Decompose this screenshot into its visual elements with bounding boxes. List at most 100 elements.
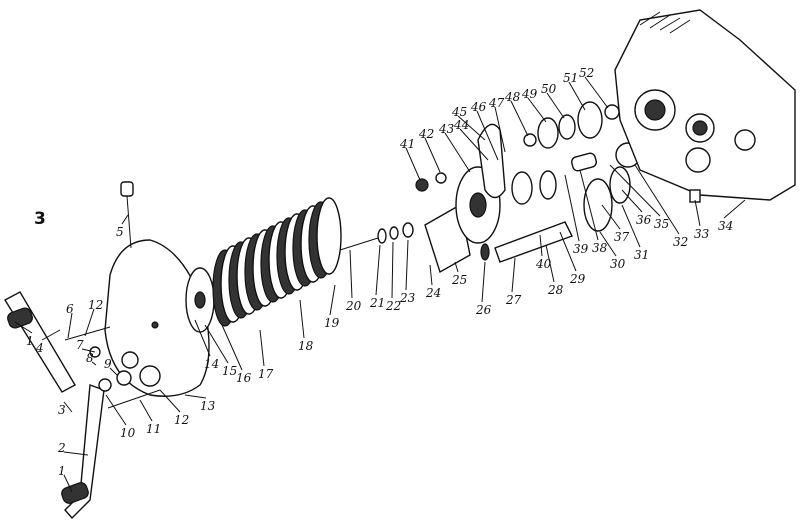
part-number-label: 2: [57, 441, 66, 455]
leader-line: [545, 244, 555, 283]
leader-line: [91, 361, 97, 366]
leader-line: [375, 244, 381, 296]
leader-line: [527, 97, 547, 123]
part-number-label: 21: [369, 296, 385, 310]
part-number-label: 9: [104, 357, 112, 371]
part-number-label: 5: [116, 225, 124, 239]
leader-line: [584, 76, 609, 109]
part-number-label: 42: [418, 127, 434, 141]
part-number-label: 12: [174, 413, 189, 427]
part-number-label: 31: [634, 248, 649, 262]
part-number-label: 10: [120, 426, 136, 440]
part-number-label: 48: [504, 90, 521, 104]
leader-line: [457, 115, 486, 141]
leader-line: [109, 367, 119, 377]
leader-line: [139, 399, 153, 422]
leader-line: [444, 132, 471, 173]
part-number-label: 39: [573, 242, 589, 256]
circlip-26: [480, 243, 490, 261]
clutch-disc: [316, 197, 342, 275]
part-number-label: 52: [579, 66, 594, 80]
leader-line: [121, 214, 129, 225]
clutch-cover: [104, 239, 210, 397]
leader-line: [159, 389, 181, 413]
part-number-label: 17: [258, 367, 274, 381]
part-number-label: 47: [488, 96, 505, 110]
leader-line: [259, 329, 265, 367]
leader-line: [63, 451, 89, 456]
leader-line: [329, 284, 336, 316]
part-number-label: 20: [345, 299, 362, 313]
part-number-label: 19: [324, 316, 340, 330]
part-number-label: 29: [569, 272, 586, 286]
leader-line: [511, 257, 516, 293]
leader-line: [405, 147, 421, 181]
clutch-disc-pack: [212, 197, 342, 327]
part-number-label: 7: [76, 338, 84, 352]
leader-line: [184, 394, 207, 399]
part-number-label: 22: [385, 299, 401, 313]
leader-line: [194, 319, 211, 357]
leader-line: [67, 312, 73, 339]
part-number-label: 33: [694, 227, 710, 241]
leader-line: [609, 164, 661, 217]
leader-line: [349, 249, 353, 299]
part-number-label: 23: [399, 291, 416, 305]
cover-bolt: [120, 181, 134, 249]
part-number-label: 14: [204, 357, 219, 371]
leader-line: [429, 264, 433, 286]
leader-line: [454, 261, 459, 273]
washer-22: [389, 226, 399, 240]
part-number-label: 38: [592, 241, 608, 255]
part-number-label: 6: [66, 302, 74, 316]
main-shaft: [494, 221, 573, 263]
gear-9: [116, 370, 132, 386]
part-number-label: 50: [541, 82, 557, 96]
part-number-label: 13: [200, 399, 216, 413]
part-number-label: 1: [58, 464, 66, 478]
leader-line: [546, 92, 565, 119]
part-number-label: 16: [236, 371, 252, 385]
washer-48: [523, 133, 537, 147]
leader-line: [694, 199, 701, 227]
leader-line: [559, 231, 577, 272]
leader-line: [105, 394, 127, 426]
kickstart-lever-upper: [4, 291, 76, 393]
leader-line: [14, 321, 33, 334]
bearing-51: [577, 101, 603, 139]
plate-31: [609, 166, 631, 204]
leader-line: [579, 169, 599, 241]
part-number-label: 18: [298, 339, 314, 353]
part-number-label: 34: [718, 219, 733, 233]
washer-23: [402, 222, 414, 238]
leader-line: [481, 261, 486, 303]
leader-line: [41, 329, 61, 341]
leader-line: [568, 81, 586, 111]
leader-line: [564, 174, 580, 242]
nut-41: [415, 178, 429, 192]
screw-11: [107, 389, 161, 409]
pushrod: [339, 237, 379, 251]
leader-line: [621, 204, 641, 248]
figure-number: 3: [34, 209, 46, 229]
part-number-label: 8: [86, 351, 94, 365]
leader-line: [494, 106, 506, 153]
leader-line: [599, 231, 617, 257]
leader-line: [539, 234, 543, 257]
crankcase: [614, 9, 796, 203]
leader-line: [81, 348, 96, 353]
leader-line: [476, 110, 499, 161]
part-number-label: 27: [505, 293, 522, 307]
part-number-label: 1: [26, 334, 34, 348]
gear-shaft: [511, 171, 533, 205]
part-number-label: 51: [563, 71, 578, 85]
washer-21: [377, 228, 387, 244]
part-number-label: 12: [88, 298, 103, 312]
part-number-label: 35: [654, 217, 669, 231]
part-number-label: 40: [535, 257, 552, 271]
part-number-label: 43: [438, 122, 455, 136]
part-number-label: 11: [146, 422, 161, 436]
leader-line: [634, 164, 680, 235]
